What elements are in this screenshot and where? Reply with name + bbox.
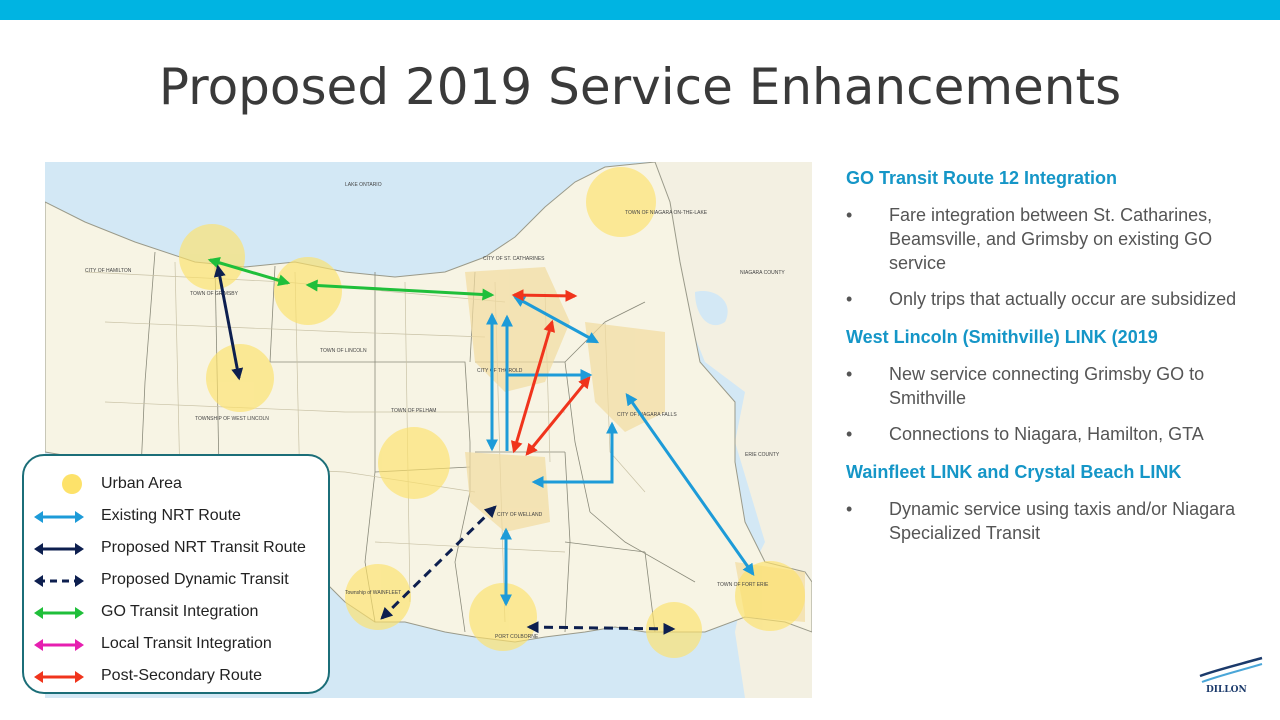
dillon-logo-text: DILLON [1206, 685, 1247, 695]
go-transit-routes [207, 256, 495, 301]
bullet-item: • Connections to Niagara, Hamilton, GTA [846, 422, 1266, 446]
legend-row-local-transit: Local Transit Integration [24, 633, 324, 657]
legend-label: Proposed Dynamic Transit [101, 571, 289, 588]
proposed-dynamic-transit-routes [380, 505, 676, 635]
bullet-icon: • [846, 289, 853, 309]
legend-row-existing-nrt: Existing NRT Route [24, 505, 324, 529]
dillon-logo-icon [1199, 656, 1263, 683]
bullet-item: • Fare integration between St. Catharines… [846, 203, 1266, 275]
legend-row-post-secondary: Post-Secondary Route [24, 665, 324, 689]
bullet-item: • Only trips that actually occur are subs… [846, 287, 1266, 311]
bullet-text: Dynamic service using taxis and/or Niaga… [889, 499, 1236, 543]
double-arrow-magenta-icon [34, 639, 84, 651]
section-heading-wainfleet: Wainfleet LINK and Crystal Beach LINK [846, 462, 1182, 482]
bullet-text: Connections to Niagara, Hamilton, GTA [889, 424, 1204, 444]
bullet-icon: • [846, 499, 853, 519]
legend-label: Existing NRT Route [101, 507, 241, 524]
bullet-icon: • [846, 205, 853, 225]
existing-nrt-routes [486, 295, 755, 607]
svg-text:TOWN OF NIAGARA ON-THE-LAKE: TOWN OF NIAGARA ON-THE-LAKE [625, 210, 708, 216]
section-heading-go-transit: GO Transit Route 12 Integration [846, 168, 1118, 188]
double-arrow-blue-icon [34, 511, 84, 523]
svg-text:CITY OF HAMILTON: CITY OF HAMILTON [85, 268, 132, 274]
bullet-item: • Dynamic service using taxis and/or Niag… [846, 497, 1266, 545]
svg-text:PORT COLBORNE: PORT COLBORNE [495, 634, 539, 640]
bullet-text: Fare integration between St. Catharines,… [889, 205, 1213, 273]
legend-label: Post-Secondary Route [101, 667, 262, 684]
svg-text:LAKE ONTARIO: LAKE ONTARIO [345, 182, 382, 188]
svg-text:TOWN OF PELHAM: TOWN OF PELHAM [391, 408, 436, 414]
svg-text:TOWN OF LINCOLN: TOWN OF LINCOLN [320, 348, 367, 354]
urban-area-swatch-icon [62, 474, 82, 494]
svg-text:TOWN OF FORT ERIE: TOWN OF FORT ERIE [717, 582, 769, 588]
legend-row-proposed-nrt: Proposed NRT Transit Route [24, 537, 324, 561]
double-arrow-green-icon [34, 607, 84, 619]
svg-text:CITY OF NIAGARA FALLS: CITY OF NIAGARA FALLS [617, 412, 677, 418]
enhancements-panel: GO Transit Route 12 Integration • Fare in… [846, 168, 1266, 557]
legend-label: GO Transit Integration [101, 603, 259, 620]
section-heading-west-lincoln: West Lincoln (Smithville) LINK (2019 [846, 327, 1158, 347]
svg-text:TOWNSHIP OF WEST LINCOLN: TOWNSHIP OF WEST LINCOLN [195, 416, 269, 422]
legend-row-proposed-dynamic: Proposed Dynamic Transit [24, 569, 324, 593]
legend-label: Proposed NRT Transit Route [101, 539, 306, 556]
svg-text:NIAGARA COUNTY: NIAGARA COUNTY [740, 270, 785, 276]
svg-text:CITY OF WELLAND: CITY OF WELLAND [497, 512, 543, 518]
dashed-double-arrow-navy-icon [34, 575, 84, 587]
map-legend: Urban Area Existing NRT Route Proposed N… [22, 454, 330, 694]
post-secondary-routes [510, 289, 591, 456]
svg-text:CITY OF THOROLD: CITY OF THOROLD [477, 368, 523, 374]
legend-row-go-transit: GO Transit Integration [24, 601, 324, 625]
bullet-text: New service connecting Grimsby GO to Smi… [889, 364, 1205, 408]
svg-text:TOWN OF GRIMSBY: TOWN OF GRIMSBY [190, 291, 239, 297]
svg-text:Township of WAINFLEET: Township of WAINFLEET [345, 590, 401, 596]
bullet-icon: • [846, 364, 853, 384]
svg-text:CITY OF ST. CATHARINES: CITY OF ST. CATHARINES [483, 256, 545, 262]
double-arrow-red-icon [34, 671, 84, 683]
bullet-item: • New service connecting Grimsby GO to Sm… [846, 362, 1266, 410]
bullet-text: Only trips that actually occur are subsi… [889, 289, 1237, 309]
bullet-icon: • [846, 424, 853, 444]
legend-label: Urban Area [101, 475, 182, 492]
svg-text:ERIE COUNTY: ERIE COUNTY [745, 452, 780, 458]
slide-title: Proposed 2019 Service Enhancements [158, 58, 1122, 116]
proposed-nrt-route [213, 264, 244, 381]
top-accent-bar [0, 0, 1280, 20]
legend-label: Local Transit Integration [101, 635, 272, 652]
legend-row-urban-area: Urban Area [24, 473, 324, 497]
double-arrow-navy-icon [34, 543, 84, 555]
